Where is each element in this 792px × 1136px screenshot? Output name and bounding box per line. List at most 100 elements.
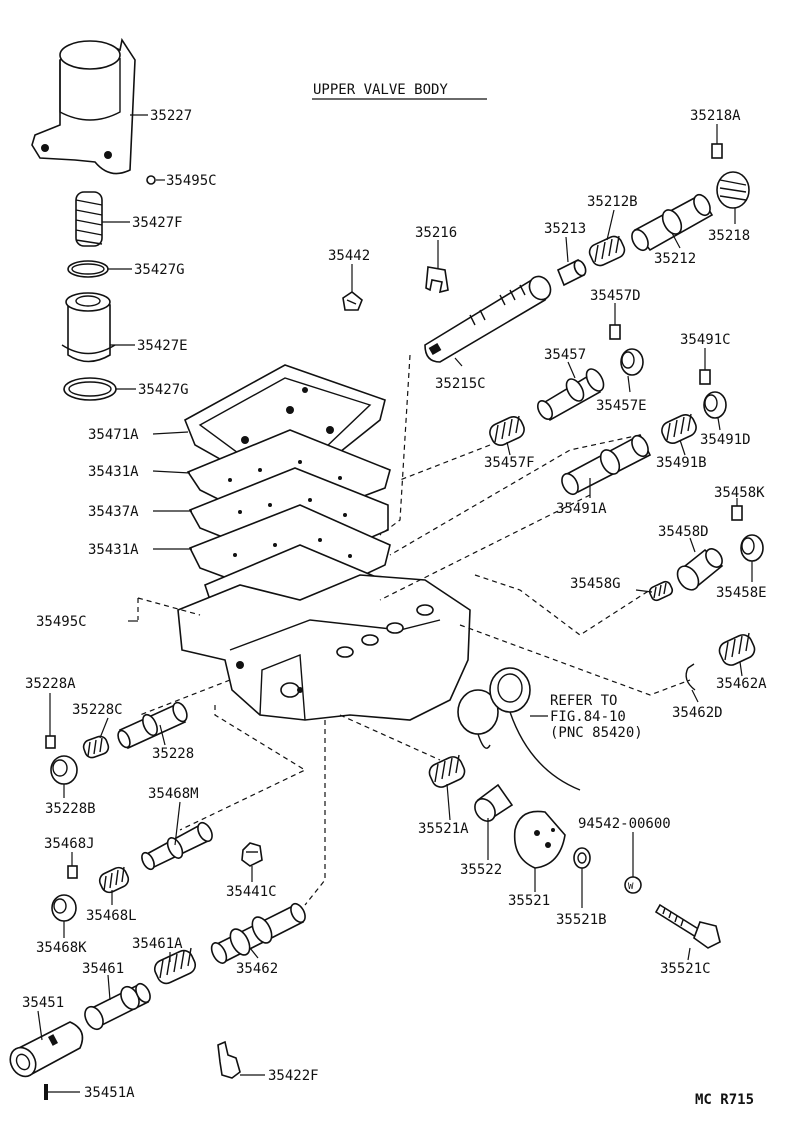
part-35491d-plug	[703, 391, 727, 419]
part-35228a-key	[45, 735, 56, 749]
part-35218a-key	[711, 143, 723, 159]
leader-lines	[37, 114, 753, 1093]
label-35468j: 35468J	[44, 836, 95, 852]
label-35431a-upper: 35431A	[88, 464, 139, 480]
part-35451a-pin	[44, 1084, 48, 1100]
label-35458d: 35458D	[658, 524, 709, 540]
diagram-title: UPPER VALVE BODY	[312, 82, 487, 100]
reference-note-line1: REFER TO	[550, 693, 617, 709]
label-35461: 35461	[82, 961, 124, 977]
part-35491b-spring	[661, 413, 697, 444]
part-upper-valve-body	[177, 574, 471, 721]
part-35422f-retainer	[217, 1040, 241, 1079]
label-35458k: 35458K	[714, 485, 765, 501]
part-35457f-spring	[489, 415, 525, 446]
part-35228-valve	[117, 701, 188, 750]
part-35468j-key	[67, 865, 78, 879]
label-35457e: 35457E	[596, 398, 647, 414]
part-35212-valve	[631, 193, 714, 252]
label-35468m: 35468M	[148, 786, 199, 802]
label-35431a-lower: 35431A	[88, 542, 139, 558]
dashed-assembly-lines	[137, 354, 691, 906]
label-35457: 35457	[544, 347, 586, 363]
label-35495c-upper: 35495C	[166, 173, 217, 189]
label-35427e: 35427E	[137, 338, 188, 354]
label-35462a: 35462A	[716, 676, 767, 692]
part-35457e-plug	[620, 348, 644, 376]
label-35491c: 35491C	[680, 332, 731, 348]
part-35461-valve	[84, 982, 151, 1031]
figure-code: MC R715	[695, 1092, 754, 1108]
part-35227-accumulator-housing	[31, 37, 136, 175]
label-35461a: 35461A	[132, 936, 183, 952]
part-35491a-valve	[561, 433, 652, 496]
label-35451: 35451	[22, 995, 64, 1011]
label-35427g-lower: 35427G	[138, 382, 189, 398]
label-35457f: 35457F	[484, 455, 535, 471]
label-35228b: 35228B	[45, 801, 96, 817]
label-35491b: 35491B	[656, 455, 707, 471]
part-35521c-bolt	[654, 903, 721, 949]
label-35491a: 35491A	[556, 501, 607, 517]
part-35216-retainer	[425, 266, 449, 294]
part-35461a-spring	[153, 947, 197, 985]
label-35228a: 35228A	[25, 676, 76, 692]
label-35521a: 35521A	[418, 821, 469, 837]
part-35457d-key	[609, 324, 621, 340]
label-35218: 35218	[708, 228, 750, 244]
part-35521b-washer	[573, 847, 591, 869]
reference-note: REFER TO FIG.84-10 (PNC 85420)	[530, 693, 643, 741]
part-35218-plug	[716, 171, 750, 209]
label-35422f: 35422F	[268, 1068, 319, 1084]
label-35521b: 35521B	[556, 912, 607, 928]
part-35522-plunger	[474, 783, 514, 822]
label-35227: 35227	[150, 108, 192, 124]
part-35457-valve	[536, 368, 605, 422]
part-35458k-key	[731, 505, 743, 521]
part-35427e-piston	[61, 292, 116, 363]
label-35215c: 35215C	[435, 376, 486, 392]
label-35427g-upper: 35427G	[134, 262, 185, 278]
label-35521c: 35521C	[660, 961, 711, 977]
svg-text:W: W	[628, 882, 634, 892]
part-35458e-plug	[740, 534, 764, 562]
part-35462a-spring	[718, 632, 756, 666]
title-text: UPPER VALVE BODY	[313, 82, 448, 98]
label-35522: 35522	[460, 862, 502, 878]
part-35441c-plug	[241, 842, 263, 867]
label-35471a: 35471A	[88, 427, 139, 443]
label-35458e: 35458E	[716, 585, 767, 601]
part-solenoid-reference	[457, 667, 581, 791]
label-35468l: 35468L	[86, 908, 137, 924]
reference-note-line2: FIG.84-10	[550, 709, 626, 725]
label-35216: 35216	[415, 225, 457, 241]
part-35468k-plug	[51, 894, 77, 922]
label-35218a: 35218A	[690, 108, 741, 124]
part-35521-cam	[513, 810, 566, 869]
part-35468l-spring	[98, 866, 130, 894]
label-35468k: 35468K	[36, 940, 87, 956]
part-35458d-valve	[676, 548, 724, 591]
label-35212: 35212	[654, 251, 696, 267]
label-35441c: 35441C	[226, 884, 277, 900]
part-35451-sleeve	[9, 1021, 84, 1078]
label-35495c-lower: 35495C	[36, 614, 87, 630]
label-94542-00600: 94542-00600	[578, 816, 671, 832]
part-35427f-spring	[75, 191, 103, 247]
label-35212b: 35212B	[587, 194, 638, 210]
label-35491d: 35491D	[700, 432, 751, 448]
label-35437a: 35437A	[88, 504, 139, 520]
label-35427f: 35427F	[132, 215, 183, 231]
label-35458g: 35458G	[570, 576, 621, 592]
part-35491c-key	[699, 369, 711, 385]
label-35228c: 35228C	[72, 702, 123, 718]
part-35213-plunger	[556, 258, 587, 287]
part-35212b-spring	[588, 235, 626, 267]
label-35213: 35213	[544, 221, 586, 237]
part-94542-00600-washer: W	[624, 876, 642, 894]
part-35462d-snap-ring	[685, 663, 696, 691]
label-35457d: 35457D	[590, 288, 641, 304]
part-35495c-ball-upper	[146, 175, 156, 185]
label-35442: 35442	[328, 248, 370, 264]
